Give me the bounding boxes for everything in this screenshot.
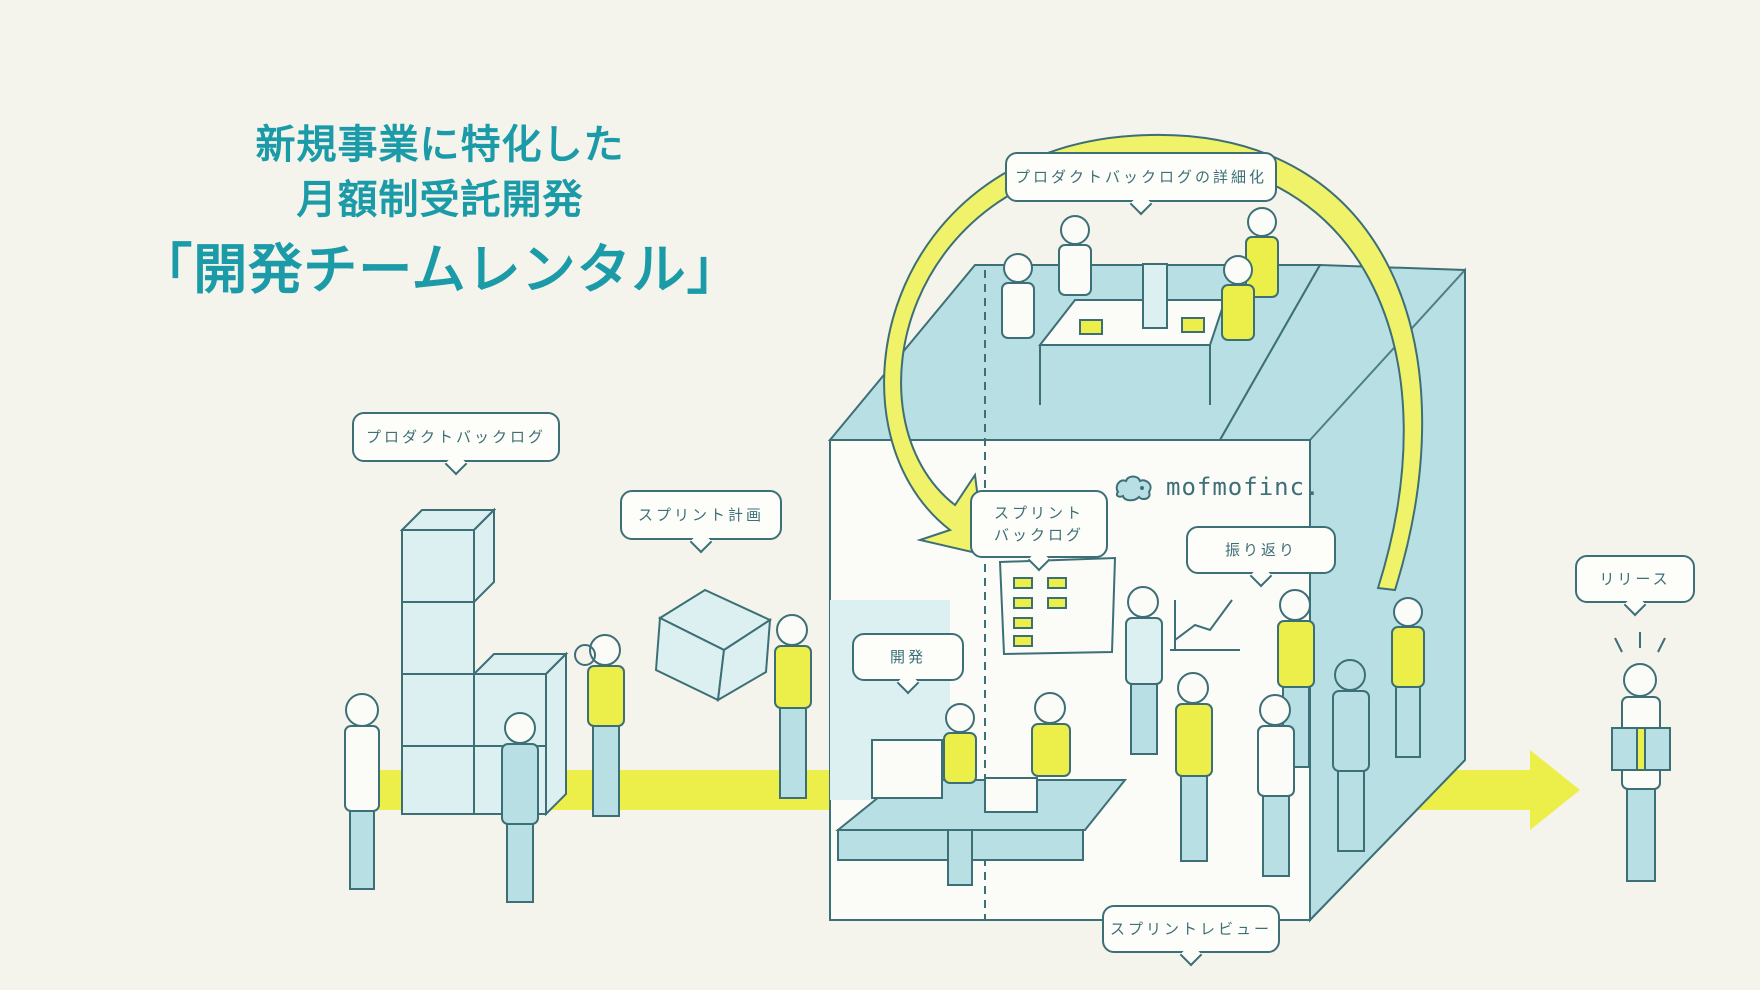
sprint-board bbox=[998, 556, 1240, 656]
person-meeting-4 bbox=[1221, 255, 1255, 341]
carried-block bbox=[654, 588, 773, 702]
meeting-table bbox=[1037, 263, 1227, 405]
person-meeting-1 bbox=[1001, 253, 1035, 339]
person-meeting-3 bbox=[1245, 207, 1279, 298]
company-logo-text: mofmofinc. bbox=[1166, 473, 1321, 501]
label-sprint-planning: スプリント計画 bbox=[620, 490, 782, 540]
label-retrospective: 振り返り bbox=[1186, 526, 1336, 574]
label-release: リリース bbox=[1575, 555, 1695, 603]
label-backlog-refinement: プロダクトバックログの詳細化 bbox=[1005, 152, 1277, 202]
person-release bbox=[1611, 663, 1671, 882]
label-sprint-backlog: スプリント バックログ bbox=[970, 490, 1108, 558]
person-edge bbox=[1391, 597, 1425, 758]
label-product-backlog: プロダクトバックログ bbox=[352, 412, 560, 462]
release-sparkle bbox=[1614, 632, 1666, 653]
headline: 新規事業に特化した 月額制受託開発 「開発チームレンタル」 bbox=[100, 118, 780, 308]
person-client-2 bbox=[501, 712, 539, 903]
person-developer bbox=[943, 703, 977, 886]
headline-line-1: 新規事業に特化した bbox=[255, 122, 625, 168]
people bbox=[344, 207, 1671, 903]
headline-line-2: 月額制受託開発 bbox=[296, 177, 584, 223]
person-back bbox=[1332, 659, 1370, 852]
person-client-1 bbox=[344, 693, 380, 890]
person-tablet bbox=[1175, 672, 1213, 862]
person-review bbox=[1257, 694, 1295, 877]
label-development: 開発 bbox=[852, 633, 964, 681]
label-sprint-backlog-line-2: バックログ bbox=[993, 526, 1084, 544]
person-board bbox=[1125, 586, 1163, 755]
headline-line-3: 「開発チームレンタル」 bbox=[138, 238, 742, 301]
sheep-icon bbox=[1115, 475, 1152, 502]
person-planner bbox=[574, 634, 625, 817]
company-logo: mofmofinc. bbox=[1112, 472, 1321, 502]
person-carrier bbox=[774, 614, 812, 799]
sprint-loop-arrow bbox=[883, 133, 1423, 592]
label-sprint-review: スプリントレビュー bbox=[1102, 905, 1280, 953]
product-backlog-blocks bbox=[399, 507, 569, 817]
person-coffee bbox=[1031, 692, 1071, 777]
person-meeting-2 bbox=[1058, 215, 1092, 296]
label-sprint-backlog-line-1: スプリント bbox=[993, 504, 1084, 522]
